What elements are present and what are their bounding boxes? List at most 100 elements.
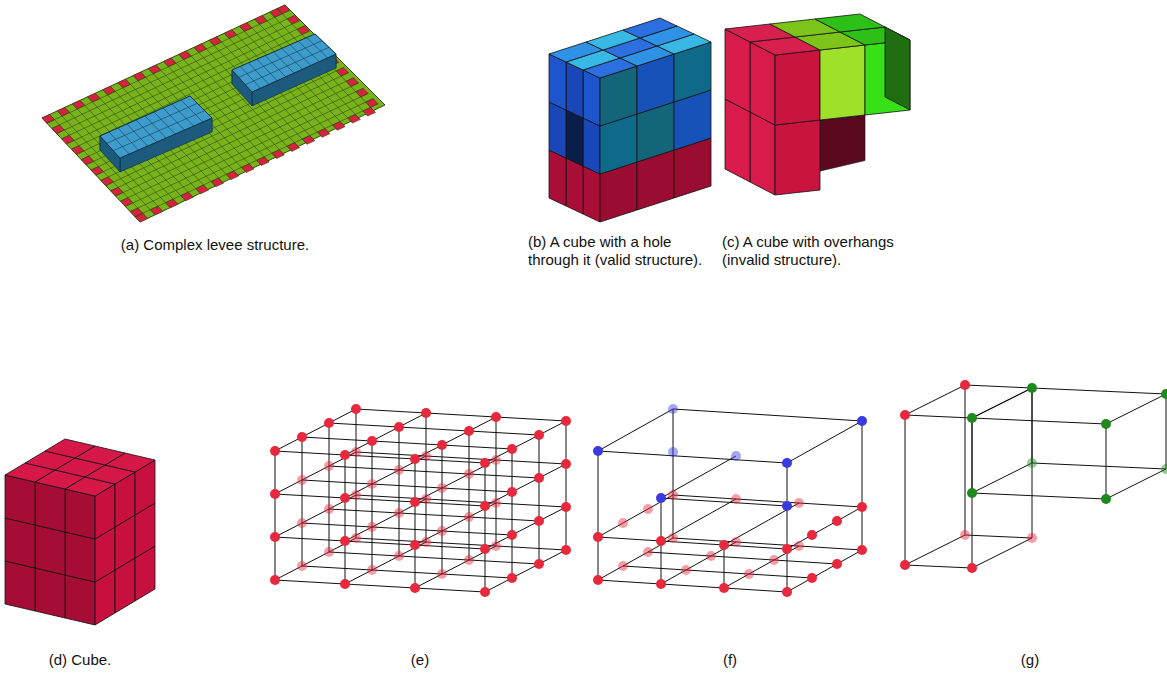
mesh-edge xyxy=(302,523,303,566)
levee-edge-stripe xyxy=(224,30,236,39)
mesh-edge xyxy=(275,451,276,494)
mesh-edge xyxy=(661,541,662,584)
levee-grid-line xyxy=(298,41,319,61)
mesh-edge xyxy=(1032,388,1166,394)
mesh-edge xyxy=(345,541,346,584)
mesh-edge xyxy=(512,492,513,535)
mesh-edge xyxy=(442,574,512,578)
mesh-edge xyxy=(372,484,373,527)
mesh-node xyxy=(480,544,490,554)
mesh-node xyxy=(643,547,653,557)
cube-face-cell xyxy=(5,518,35,568)
mesh-node xyxy=(857,502,867,512)
mesh-edge xyxy=(426,413,427,456)
levee-edge-stripe xyxy=(226,171,239,180)
mesh-node xyxy=(410,454,420,464)
levee-edge-stripe xyxy=(317,129,329,138)
levee-edge-stripe xyxy=(179,51,192,60)
levee-edge-stripe xyxy=(297,26,310,35)
levee-edge-stripe xyxy=(211,178,224,187)
mesh-node xyxy=(367,522,377,532)
levee-edge-stripe xyxy=(42,115,55,124)
levee-edge-stripe xyxy=(150,206,163,215)
levee-grid-line xyxy=(109,132,129,154)
mesh-edge xyxy=(275,494,276,537)
cube-face-cell xyxy=(65,532,95,582)
levee-grid-line xyxy=(245,47,329,84)
mesh-node xyxy=(351,404,361,414)
mesh-edge xyxy=(787,463,788,592)
mesh-edge xyxy=(275,580,345,584)
mesh-node xyxy=(367,565,377,575)
mesh-node xyxy=(643,504,653,514)
mesh-edge xyxy=(302,523,372,527)
mesh-node xyxy=(857,545,867,555)
mesh-node xyxy=(270,446,280,456)
cube-face-cell xyxy=(820,45,865,120)
levee-edge-stripe xyxy=(287,143,300,152)
mesh-edge xyxy=(275,451,345,455)
mesh-node xyxy=(900,560,910,570)
mesh-edge xyxy=(566,421,567,464)
mesh-edge xyxy=(512,535,513,578)
levee-edge-stripe xyxy=(356,88,369,97)
mesh-node xyxy=(324,461,334,471)
levee-edge-stripe xyxy=(111,187,124,196)
mesh-edge xyxy=(442,445,512,449)
levee-edge-stripe xyxy=(120,198,132,207)
cube-face-cell xyxy=(65,575,95,625)
mesh-edge xyxy=(905,415,906,565)
cube-face-cell xyxy=(35,568,65,618)
mesh-node xyxy=(410,540,420,550)
mesh-node xyxy=(832,516,842,526)
levee-edge-stripe xyxy=(209,37,222,46)
mesh-node xyxy=(437,440,447,450)
levee-edge-stripe xyxy=(118,79,130,88)
mesh-edge xyxy=(372,527,373,570)
mesh-edge xyxy=(372,570,442,574)
levee-edge-stripe xyxy=(57,107,69,116)
mesh-edge xyxy=(275,537,345,541)
mesh-edge xyxy=(724,545,725,588)
mesh-node xyxy=(807,573,817,583)
mesh-node xyxy=(464,469,474,479)
mesh-edge xyxy=(426,413,496,417)
mesh-edge xyxy=(345,455,346,498)
levee-grid-line xyxy=(145,116,166,138)
mesh-edge xyxy=(302,566,372,570)
mesh-node xyxy=(561,459,571,469)
mesh-edge xyxy=(862,421,863,550)
mesh-edge xyxy=(496,417,566,421)
mesh-edge xyxy=(442,531,512,535)
cube-face-cell xyxy=(750,112,775,195)
mesh-edge xyxy=(972,388,1032,418)
levee-grid-line xyxy=(101,67,344,180)
levee-edge-stripe xyxy=(363,107,376,116)
levee-grid-line xyxy=(265,56,285,77)
mesh-edge xyxy=(566,464,567,507)
mesh-node xyxy=(1027,458,1037,468)
mesh-edge xyxy=(329,509,330,552)
mesh-edge xyxy=(661,498,662,541)
levee-edge-stripe xyxy=(241,164,254,173)
levee-edge-stripe xyxy=(166,199,179,208)
mesh-edge xyxy=(972,538,1032,568)
levee-grid-line xyxy=(181,100,203,122)
mesh-edge xyxy=(1032,463,1166,469)
mesh-node xyxy=(480,458,490,468)
mesh-edge xyxy=(485,549,486,592)
mesh-edge xyxy=(485,463,486,506)
subfigure-caption: (f) xyxy=(680,651,780,669)
mesh-node xyxy=(297,432,307,442)
mesh-edge xyxy=(275,537,276,580)
mesh-node xyxy=(1161,389,1167,399)
mesh-edge xyxy=(302,437,303,480)
levee-grid-line xyxy=(172,104,194,126)
mesh-edge xyxy=(496,460,566,464)
mesh-edge xyxy=(372,441,442,445)
levee-grid-line xyxy=(163,108,184,130)
mesh-node xyxy=(421,408,431,418)
mesh-node xyxy=(593,446,603,456)
mesh-node xyxy=(507,487,517,497)
mesh-node xyxy=(900,410,910,420)
